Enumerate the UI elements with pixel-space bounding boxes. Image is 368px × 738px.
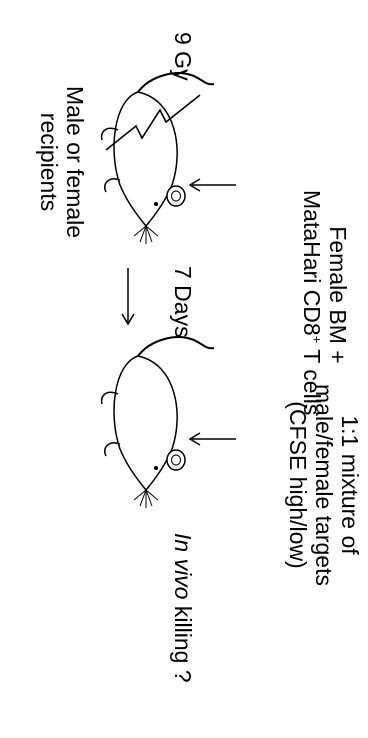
lightning-bolt-icon xyxy=(105,94,201,151)
recipient-mouse-icon xyxy=(100,72,215,245)
targets-arrow-icon xyxy=(188,432,236,446)
target-mouse-icon xyxy=(100,336,215,509)
donor-arrow-icon xyxy=(188,178,236,192)
interval-arrow-icon xyxy=(121,268,135,326)
